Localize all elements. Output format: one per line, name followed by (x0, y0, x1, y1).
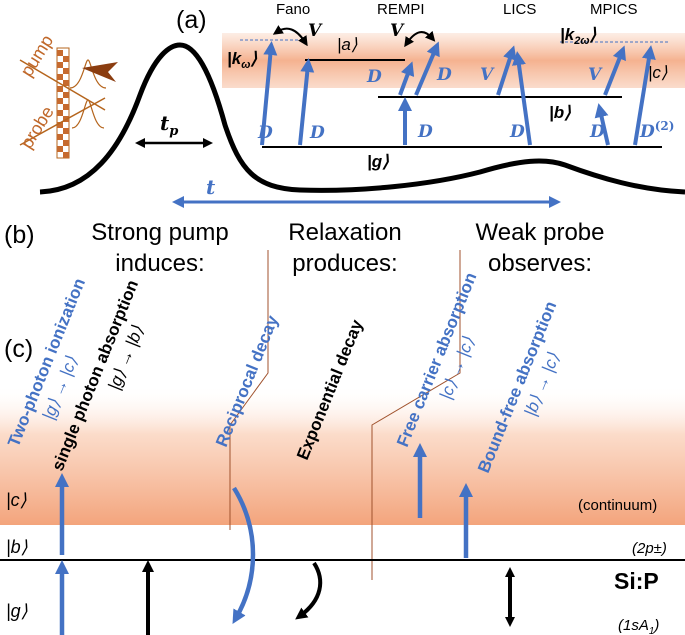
lics-v: V (480, 65, 495, 85)
stage-pump-line2: induces: (115, 250, 204, 277)
rempi-v: V (390, 21, 405, 41)
divider-right (371, 250, 461, 580)
panel-a-label: (a) (176, 6, 207, 34)
reciprocal-decay-arrow (232, 486, 256, 625)
state-c-top: |c⟩ (648, 63, 668, 82)
stage-probe-line1: Weak probe (476, 219, 605, 246)
fano-v: V (308, 21, 323, 41)
rempi-arrow-3 (414, 41, 440, 96)
stage-relax-line1: Relaxation (288, 219, 401, 246)
fano-v-coupling (272, 25, 308, 47)
material-label: Si:P (614, 568, 659, 594)
panel-c: (c) Two-photon ionization |g⟩ → |c⟩ sing… (0, 250, 685, 635)
mpics-v-arrow (603, 45, 626, 96)
panel-a: tp t pump probe (16, 1, 685, 208)
mpics-d: D (589, 122, 605, 142)
mpics-v: V (588, 65, 603, 85)
lics-v-arrow (496, 45, 517, 96)
rempi-d-1: D (417, 122, 433, 142)
rempi-arrow-2 (398, 61, 415, 96)
level-g-label: |g⟩ (6, 601, 28, 621)
rempi-d-2: D (366, 67, 382, 87)
pulse-envelope-curve (39, 42, 685, 195)
state-g-top: |g⟩ (367, 152, 389, 171)
state-b-top: |b⟩ (549, 103, 571, 122)
lics-d-arrow (512, 51, 532, 146)
lics-d: D (509, 122, 525, 142)
fano-d-1: D (257, 123, 273, 143)
one-s-label: (1sA1) (618, 617, 659, 635)
rempi-d-3: D (436, 65, 452, 85)
fano-d-arrow-1 (260, 41, 278, 146)
two-p-label: (2p±) (632, 540, 667, 557)
mpics-d2: D(2) (639, 119, 674, 142)
mpics-d-arrow-1 (594, 103, 610, 146)
fano-d-arrow-2 (298, 58, 315, 146)
detector-icon (82, 62, 118, 82)
scheme-fano: Fano (276, 1, 310, 18)
probe-pulse-icon (71, 99, 105, 129)
fano-d-2: D (309, 123, 325, 143)
state-k-omega: |kω⟩ (227, 49, 257, 71)
tp-label: tp (160, 111, 178, 139)
scheme-lics: LICS (503, 1, 536, 18)
scheme-rempi: REMPI (377, 1, 425, 18)
continuum-band-top (222, 33, 685, 88)
stage-pump-line1: Strong pump (91, 219, 228, 246)
state-k-2omega: |k2ω⟩ (560, 25, 597, 47)
level-b-label: |b⟩ (6, 537, 28, 557)
panel-b: (b) Strong pump induces: Relaxation prod… (4, 219, 604, 277)
level-c-label: |c⟩ (6, 490, 27, 510)
rempi-v-coupling (404, 30, 436, 48)
continuum-band-bottom (0, 385, 685, 525)
exponential-decay-arrow (295, 561, 323, 620)
t-label: t (206, 175, 216, 199)
mpics-d2-arrow (633, 45, 656, 146)
pump-probe-optics: pump probe (16, 31, 118, 159)
divider-left (229, 250, 269, 530)
state-a: |a⟩ (337, 35, 358, 54)
continuum-label: (continuum) (578, 497, 657, 514)
panel-b-label: (b) (4, 221, 35, 249)
stage-relax-line2: produces: (292, 250, 397, 277)
pump-pulse-icon (69, 59, 107, 89)
pump-label: pump (16, 31, 57, 80)
stage-probe-line2: observes: (488, 250, 592, 277)
scheme-mpics: MPICS (590, 1, 638, 18)
panel-c-label: (c) (4, 335, 33, 363)
